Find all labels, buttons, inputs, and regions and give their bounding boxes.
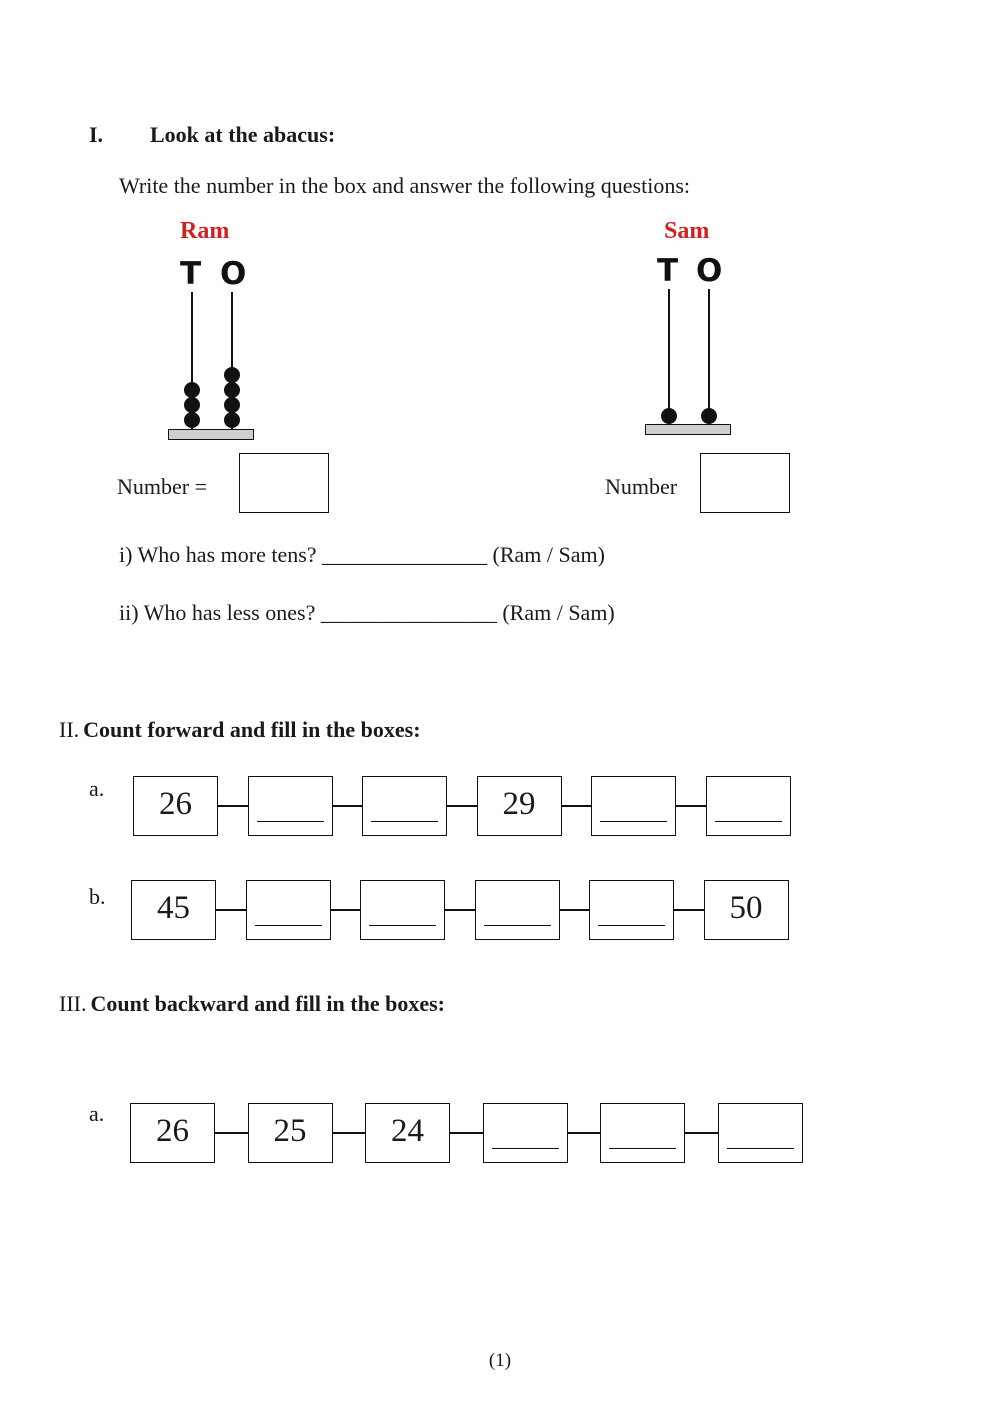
connector-line xyxy=(685,1132,718,1134)
sam-ones-label: O xyxy=(696,253,723,289)
connector-line xyxy=(559,909,589,911)
box-number: 26 xyxy=(159,786,192,822)
blank-line xyxy=(609,1147,676,1149)
section1-instruction: Write the number in the box and answer t… xyxy=(119,173,690,198)
section2-numeral: II. xyxy=(59,717,80,742)
section3-title: Count backward and fill in the boxes: xyxy=(90,991,445,1016)
question-less-ones[interactable]: ii) Who has less ones? ________________ … xyxy=(119,600,615,625)
connector-line xyxy=(447,805,477,807)
connector-line xyxy=(561,805,591,807)
blank-line xyxy=(483,924,551,926)
box-number: 29 xyxy=(502,786,536,822)
forward-b-box-6: 50 xyxy=(703,880,789,940)
sam-ones-rod xyxy=(708,289,710,425)
forward-b-box-4[interactable] xyxy=(474,880,560,940)
box-number: 45 xyxy=(157,890,190,926)
ram-tens-rod xyxy=(191,292,193,430)
box-number: 50 xyxy=(729,890,763,926)
section2-row-b: 45 50 xyxy=(131,880,789,940)
connector-line xyxy=(450,1132,483,1134)
forward-a-box-2[interactable] xyxy=(247,776,333,836)
section3-numeral: III. xyxy=(59,991,87,1016)
ram-tens-bead xyxy=(184,382,200,398)
section2-row-b-label: b. xyxy=(89,884,106,909)
forward-a-box-6[interactable] xyxy=(705,776,791,836)
connector-line xyxy=(567,1132,600,1134)
section3-row-a: 26 25 24 xyxy=(130,1103,803,1163)
ram-ones-rod xyxy=(231,292,233,430)
section3-heading: III. Count backward and fill in the boxe… xyxy=(59,991,445,1017)
section1-title: Look at the abacus: xyxy=(150,122,336,147)
ram-name: Ram xyxy=(180,218,230,244)
forward-a-box-3[interactable] xyxy=(362,776,447,836)
backward-a-box-6[interactable] xyxy=(717,1103,803,1163)
ram-ones-bead xyxy=(224,412,240,428)
sam-tens-bead xyxy=(661,408,677,424)
box-number: 26 xyxy=(156,1113,189,1149)
section2-title: Count forward and fill in the boxes: xyxy=(83,717,421,742)
connector-line xyxy=(674,909,704,911)
blank-line xyxy=(600,820,667,822)
backward-a-box-5[interactable] xyxy=(600,1103,685,1163)
page-number: (1) xyxy=(488,1350,512,1371)
blank-line xyxy=(256,820,324,822)
ram-ones-bead xyxy=(224,367,240,383)
forward-b-box-1: 45 xyxy=(131,880,216,940)
ram-ones-bead xyxy=(224,382,240,398)
blank-line xyxy=(369,924,436,926)
connector-line xyxy=(445,909,475,911)
ram-ones-label: O xyxy=(220,256,247,292)
blank-line xyxy=(726,1147,794,1149)
backward-a-box-1: 26 xyxy=(130,1103,215,1163)
sam-number-label: Number xyxy=(605,474,678,499)
box-number: 25 xyxy=(273,1113,307,1149)
question-more-tens[interactable]: i) Who has more tens? _______________ (R… xyxy=(119,542,605,567)
forward-a-box-4: 29 xyxy=(476,776,562,836)
sam-ones-bead xyxy=(701,408,717,424)
ram-tens-bead xyxy=(184,412,200,428)
blank-line xyxy=(598,924,665,926)
backward-a-box-3: 24 xyxy=(365,1103,450,1163)
connector-line xyxy=(215,1132,248,1134)
connector-line xyxy=(330,909,360,911)
sam-abacus-base xyxy=(645,424,731,435)
forward-b-box-3[interactable] xyxy=(360,880,445,940)
connector-line xyxy=(676,805,706,807)
section2-row-a: 26 29 xyxy=(133,776,791,836)
ram-abacus-base xyxy=(168,429,254,440)
forward-a-box-1: 26 xyxy=(133,776,218,836)
sam-name: Sam xyxy=(664,218,710,244)
section2-heading: II. Count forward and fill in the boxes: xyxy=(59,717,421,743)
ram-tens-label: T xyxy=(180,256,202,292)
connector-line xyxy=(332,805,362,807)
section1-numeral: I. xyxy=(89,122,104,147)
ram-tens-bead xyxy=(184,397,200,413)
connector-line xyxy=(218,805,248,807)
section3-row-a-label: a. xyxy=(89,1101,105,1126)
blank-line xyxy=(371,820,438,822)
blank-line xyxy=(714,820,782,822)
connector-line xyxy=(216,909,246,911)
backward-a-box-2: 25 xyxy=(247,1103,333,1163)
section2-row-a-label: a. xyxy=(89,776,105,801)
box-number: 24 xyxy=(391,1113,424,1149)
forward-b-box-2[interactable] xyxy=(245,880,331,940)
sam-tens-label: T xyxy=(657,253,679,289)
blank-line xyxy=(491,1147,559,1149)
blank-line xyxy=(254,924,322,926)
connector-line xyxy=(332,1132,365,1134)
ram-ones-bead xyxy=(224,397,240,413)
ram-number-label: Number = xyxy=(117,474,207,499)
ram-number-box[interactable] xyxy=(239,453,329,513)
sam-number-box[interactable] xyxy=(700,453,790,513)
backward-a-box-4[interactable] xyxy=(482,1103,568,1163)
forward-a-box-5[interactable] xyxy=(591,776,676,836)
forward-b-box-5[interactable] xyxy=(589,880,674,940)
sam-tens-rod xyxy=(668,289,670,425)
